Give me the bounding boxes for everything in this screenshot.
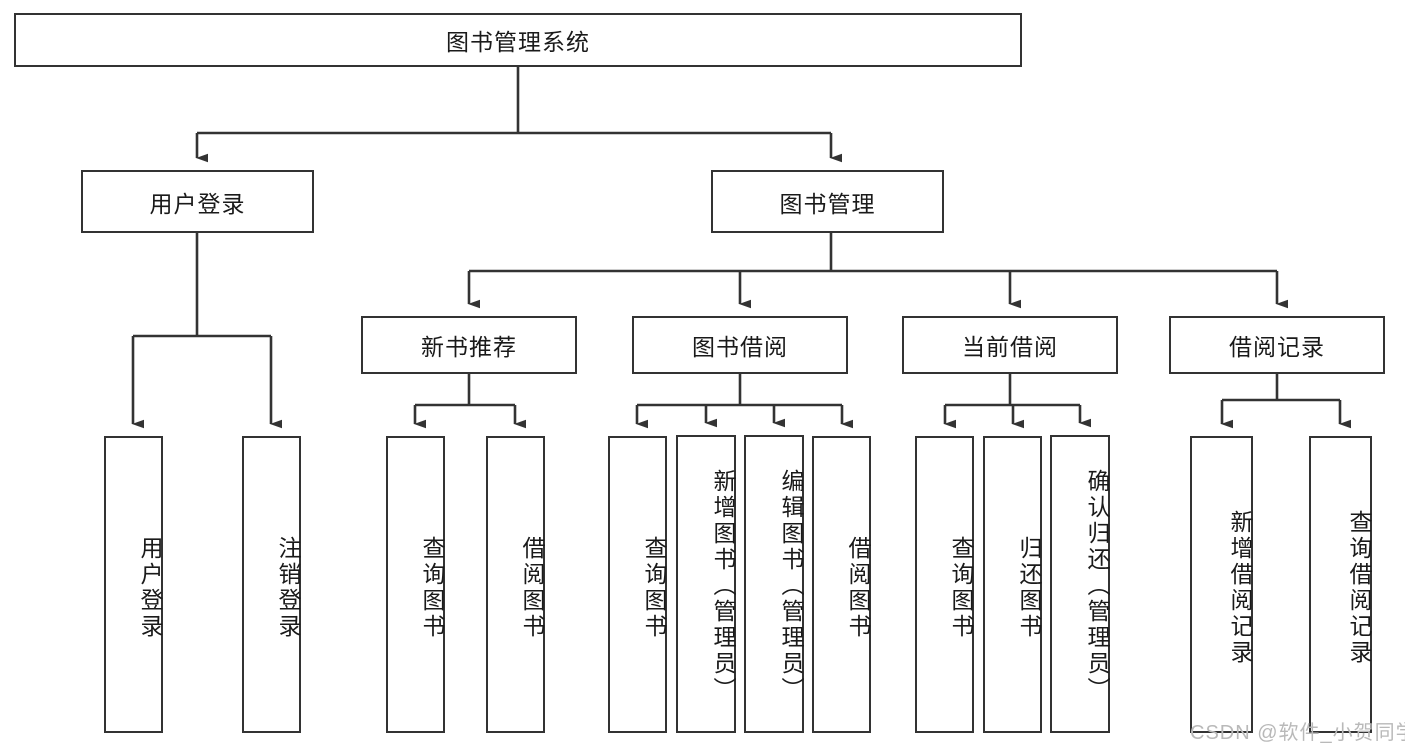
node-leaf-return-book[interactable]: 归还图书 <box>983 436 1042 733</box>
node-leaf-add-record[interactable]: 新增借阅记录 <box>1190 436 1253 733</box>
node-borrow-record-label: 借阅记录 <box>1229 334 1325 360</box>
node-borrow-record[interactable]: 借阅记录 <box>1169 316 1385 374</box>
node-leaf-borrow-book-2[interactable]: 借阅图书 <box>812 436 871 733</box>
node-new-book-recommend[interactable]: 新书推荐 <box>361 316 577 374</box>
node-book-borrow[interactable]: 图书借阅 <box>632 316 848 374</box>
node-leaf-query-book-2-label: 查询图书 <box>641 535 667 640</box>
node-leaf-confirm-return-label: 确认归还（管理员） <box>1084 469 1110 703</box>
node-user-login[interactable]: 用户登录 <box>81 170 314 233</box>
node-leaf-borrow-book-2-label: 借阅图书 <box>845 535 871 640</box>
csdn-watermark: CSDN @软件_小贺同学 <box>1190 722 1405 744</box>
node-new-book-recommend-label: 新书推荐 <box>421 334 517 360</box>
node-leaf-query-book-2[interactable]: 查询图书 <box>608 436 667 733</box>
node-book-manage[interactable]: 图书管理 <box>711 170 944 233</box>
node-leaf-add-book[interactable]: 新增图书（管理员） <box>676 435 736 733</box>
node-leaf-confirm-return[interactable]: 确认归还（管理员） <box>1050 435 1110 733</box>
node-leaf-user-login[interactable]: 用户登录 <box>104 436 163 733</box>
node-leaf-add-record-label: 新增借阅记录 <box>1227 509 1253 666</box>
node-leaf-add-book-label: 新增图书（管理员） <box>710 469 736 703</box>
node-leaf-borrow-book-1[interactable]: 借阅图书 <box>486 436 545 733</box>
node-leaf-query-book-1-label: 查询图书 <box>419 535 445 640</box>
node-current-borrow-label: 当前借阅 <box>962 334 1058 360</box>
node-leaf-borrow-book-1-label: 借阅图书 <box>519 535 545 640</box>
node-leaf-query-book-3[interactable]: 查询图书 <box>915 436 974 733</box>
node-current-borrow[interactable]: 当前借阅 <box>902 316 1118 374</box>
node-leaf-query-book-3-label: 查询图书 <box>948 535 974 640</box>
node-leaf-logout-label: 注销登录 <box>275 535 301 640</box>
node-leaf-user-login-label: 用户登录 <box>137 535 163 640</box>
node-root[interactable]: 图书管理系统 <box>14 13 1022 67</box>
node-leaf-edit-book-label: 编辑图书（管理员） <box>778 469 804 703</box>
node-root-label: 图书管理系统 <box>446 29 590 55</box>
node-leaf-logout[interactable]: 注销登录 <box>242 436 301 733</box>
node-leaf-edit-book[interactable]: 编辑图书（管理员） <box>744 435 804 733</box>
node-user-login-label: 用户登录 <box>149 190 246 217</box>
node-leaf-query-record-label: 查询借阅记录 <box>1346 509 1372 666</box>
node-leaf-return-book-label: 归还图书 <box>1016 535 1042 640</box>
node-book-manage-label: 图书管理 <box>779 190 876 217</box>
node-leaf-query-book-1[interactable]: 查询图书 <box>386 436 445 733</box>
node-leaf-query-record[interactable]: 查询借阅记录 <box>1309 436 1372 733</box>
node-book-borrow-label: 图书借阅 <box>692 334 788 360</box>
